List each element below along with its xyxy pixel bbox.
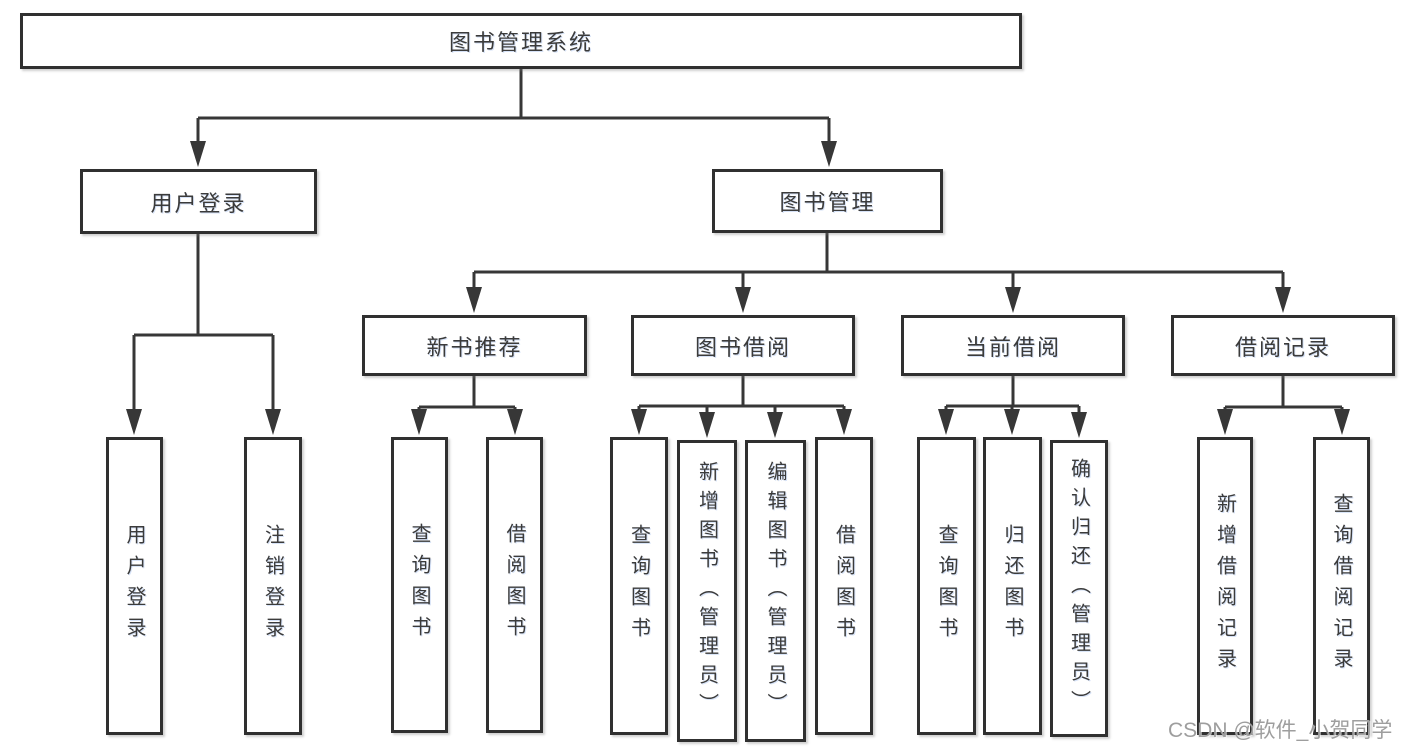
node-label: 当前借阅 — [964, 334, 1061, 360]
watermark: CSDN @软件_小贺同学 — [1168, 719, 1393, 742]
node-label: 查询借阅记录 — [1330, 493, 1352, 679]
leaf-nb-query-books: 查询图书 — [391, 437, 448, 733]
node-label: 借阅图书 — [503, 523, 525, 647]
arrowheads — [126, 141, 1350, 438]
leaf-br-add-record: 新增借阅记录 — [1197, 437, 1253, 735]
node-label: 查询图书 — [935, 524, 957, 648]
node-current-borrow: 当前借阅 — [901, 315, 1125, 376]
node-new-book-recommend: 新书推荐 — [362, 315, 587, 376]
leaf-br-query-record: 查询借阅记录 — [1313, 437, 1370, 735]
node-label: 新增借阅记录 — [1213, 493, 1236, 679]
node-label: 借阅记录 — [1234, 334, 1331, 360]
node-label: 查询图书 — [408, 523, 430, 647]
node-label: 注销登录 — [261, 524, 284, 648]
node-label: 图书管理系统 — [448, 30, 593, 55]
leaf-cb-query-books: 查询图书 — [917, 437, 976, 735]
node-book-borrow: 图书借阅 — [631, 315, 855, 376]
node-label: 编辑图书（管理员） — [764, 460, 786, 722]
leaf-cb-return-books: 归还图书 — [983, 437, 1042, 735]
leaf-bb-edit-books-admin: 编辑图书（管理员） — [745, 440, 806, 742]
leaf-bb-add-books-admin: 新增图书（管理员） — [677, 440, 737, 742]
node-library-management-system: 图书管理系统 — [20, 13, 1022, 69]
leaf-logout: 注销登录 — [244, 437, 302, 735]
node-label: 图书管理 — [779, 190, 876, 215]
leaf-bb-borrow-books: 借阅图书 — [815, 437, 873, 735]
node-borrow-records: 借阅记录 — [1171, 315, 1395, 376]
node-user-login-branch: 用户登录 — [80, 169, 317, 234]
node-label: 用户登录 — [150, 190, 247, 216]
leaf-cb-confirm-return-admin: 确认归还（管理员） — [1050, 440, 1108, 737]
leaf-user-login: 用户登录 — [106, 437, 163, 735]
node-label: 借阅图书 — [832, 524, 855, 648]
node-label: 查询图书 — [627, 524, 650, 648]
node-label: 新书推荐 — [426, 334, 523, 360]
node-label: 归还图书 — [1001, 524, 1023, 648]
leaf-bb-query-books: 查询图书 — [610, 437, 668, 735]
node-label: 图书借阅 — [694, 334, 791, 360]
node-book-management: 图书管理 — [712, 169, 943, 233]
node-label: 新增图书（管理员） — [695, 460, 718, 722]
node-label: 确认归还（管理员） — [1067, 458, 1090, 719]
leaf-nb-borrow-books: 借阅图书 — [486, 437, 543, 733]
node-label: 用户登录 — [123, 524, 145, 648]
